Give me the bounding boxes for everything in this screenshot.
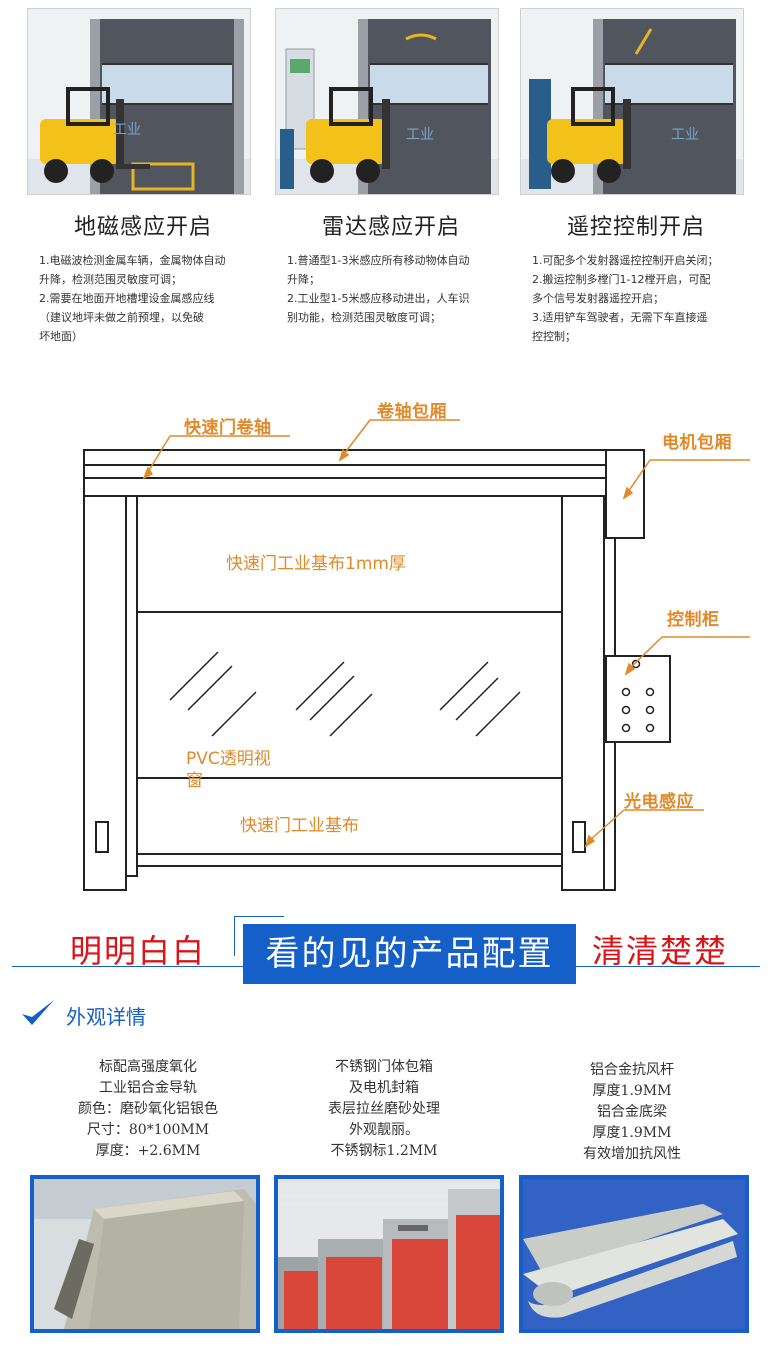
spec-line: 有效增加抗风性 [583,1146,681,1162]
desc-line: 2.工业型1-5米感应移动进出，人车识 [287,292,470,305]
desc-line: 1.电磁波检测金属车辆，金属物体自动 [39,254,226,267]
spec-line: 及电机封箱 [349,1080,419,1096]
banner-corner-line [234,916,235,956]
spec-steel-box: 不锈钢门体包箱 及电机封箱 表层拉丝磨砂处理 外观靓丽。 不锈钢标1.2MM [268,1057,500,1162]
desc-line: 升降； [287,273,320,286]
sensing-title: 雷达感应开启 [321,215,460,240]
desc-line: 1.可配多个发射器遥控控制开启关闭； [532,254,719,267]
sensing-col-radar: 工业 雷达感应开启 1.普通型1-3米感应所有移动物体自动 升降； 2.工业型1… [275,8,507,327]
label-motor-box: 电机包厢 [662,433,732,453]
banner-corner-line [234,916,284,917]
label-fabric-bottom: 快速门工业基布 [240,816,359,836]
photo-sensor-right [572,821,586,853]
sensing-col-ground: 工业 地磁感应开启 1.电磁波检测金属车辆，金属物体自动 升降，检测范围灵敏度可… [27,8,259,346]
spec-line: 厚度：+2.6MM [95,1143,201,1159]
spec-line: 标配高强度氧化 [99,1059,197,1075]
spec-line: 铝合金抗风杆 [590,1062,674,1078]
door-structure-diagram [83,419,750,891]
banner-right-text: 清清楚楚 [592,932,729,970]
sensing-desc: 1.普通型1-3米感应所有移动物体自动 升降； 2.工业型1-5米感应移动进出，… [275,251,512,327]
label-roller-axis: 快速门卷轴 [184,418,272,438]
svg-text:工业: 工业 [113,122,141,138]
desc-line: 控控制； [532,330,576,343]
sensing-col-remote: 工业 遥控控制开启 1.可配多个发射器遥控控制开启关闭； 2.搬运控制多樘门1-… [520,8,752,346]
banner-left-text: 明明白白 [70,932,207,970]
spec-line: 表层拉丝磨砂处理 [328,1101,440,1117]
label-fabric-top: 快速门工业基布1mm厚 [226,554,406,574]
sensing-title: 遥控控制开启 [566,215,705,240]
banner-center-text: 看的见的产品配置 [243,924,576,984]
desc-line: （建议地坪未做之前预埋，以免破 [39,311,204,324]
desc-line: 升降，检测范围灵敏度可调； [39,273,182,286]
spec-guide-rail: 标配高强度氧化 工业铝合金导轨 颜色：磨砂氧化铝银色 尺寸：80*100MM 厚… [32,1057,264,1162]
spec-line: 厚度1.9MM [592,1125,672,1141]
spec-line: 工业铝合金导轨 [99,1080,197,1096]
spec-line: 厚度1.9MM [592,1083,672,1099]
desc-line: 2.搬运控制多樘门1-12樘开启，可配 [532,273,711,286]
photo-steel-box [274,1175,504,1333]
checkmark-icon [22,1000,54,1025]
svg-text:工业: 工业 [406,127,434,143]
spec-line: 不锈钢标1.2MM [330,1143,438,1159]
spec-line: 不锈钢门体包箱 [335,1059,433,1075]
label-roller-box: 卷轴包厢 [377,402,447,422]
desc-line: 2.需要在地面开地槽埋设金属感应线 [39,292,215,305]
control-cabinet-outline [605,655,671,743]
desc-line: 1.普通型1-3米感应所有移动物体自动 [287,254,470,267]
photo-aluminum-rail [30,1175,260,1333]
forklift-ground-photo: 工业 [27,8,251,195]
spec-line: 尺寸：80*100MM [86,1122,210,1138]
label-pvc-window: PVC透明视窗 [186,749,271,791]
desc-line: 多个信号发射器遥控开启； [532,292,664,305]
forklift-remote-photo: 工业 [520,8,744,195]
label-control-cabinet: 控制柜 [667,610,720,630]
photo-sensor-left [95,821,109,853]
sensing-title: 地磁感应开启 [73,215,212,240]
sensing-desc: 1.电磁波检测金属车辆，金属物体自动 升降，检测范围灵敏度可调； 2.需要在地面… [27,251,264,346]
desc-line: 坏地面） [39,330,83,343]
photo-wind-bar [519,1175,749,1333]
appearance-title: 外观详情 [66,1005,146,1029]
forklift-radar-photo: 工业 [275,8,499,195]
spec-line: 外观靓丽。 [349,1122,419,1138]
spec-line: 颜色：磨砂氧化铝银色 [78,1101,218,1117]
svg-text:工业: 工业 [671,127,699,143]
spec-wind-bar: 铝合金抗风杆 厚度1.9MM 铝合金底梁 厚度1.9MM 有效增加抗风性 [516,1060,748,1165]
desc-line: 3.适用铲车驾驶者，无需下车直接遥 [532,311,708,324]
spec-line: 铝合金底梁 [597,1104,667,1120]
sensing-desc: 1.可配多个发射器遥控控制开启关闭； 2.搬运控制多樘门1-12樘开启，可配 多… [520,251,757,346]
desc-line: 别功能，检测范围灵敏度可调； [287,311,441,324]
label-photo-sensor: 光电感应 [624,792,694,812]
